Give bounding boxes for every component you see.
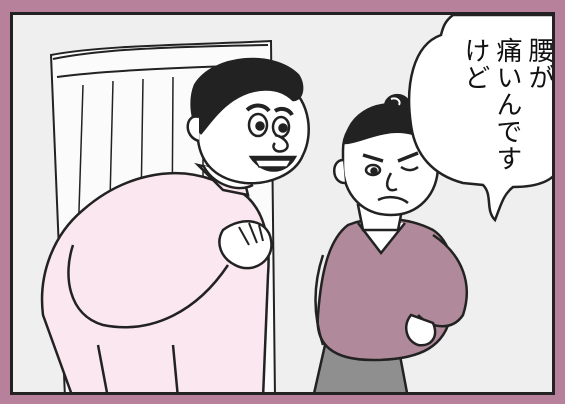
speech-line-2: 痛いんです [492,37,522,172]
speech-line-3: けど [460,37,490,91]
speech-bubble-text: 腰が 痛いんです けど [439,37,554,187]
speech-line-1: 腰が [524,37,554,91]
comic-scene [40,15,552,392]
doctor [40,57,310,392]
comic-panel: 腰が 痛いんです けど [10,12,555,395]
speech-bubble [407,15,552,223]
